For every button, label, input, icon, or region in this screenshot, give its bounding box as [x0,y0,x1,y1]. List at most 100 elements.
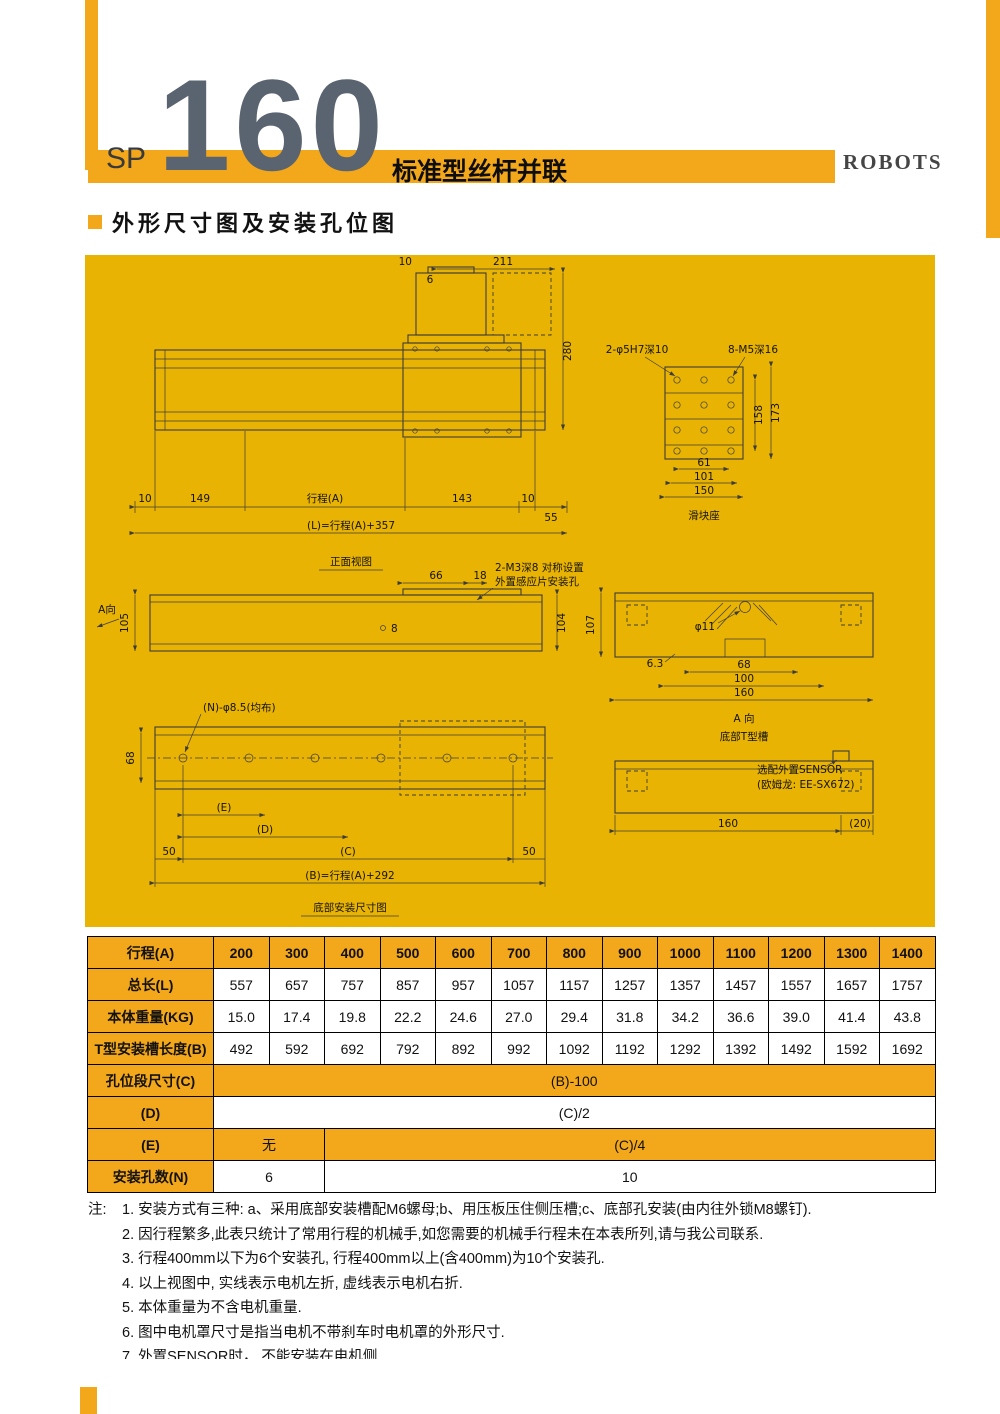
dim-label: 66 [429,570,443,582]
table-cell: (C)/4 [324,1128,936,1161]
table-cell: 992 [490,1032,547,1065]
table-cell: 17.4 [268,1000,325,1033]
table-cell: 1157 [546,968,603,1001]
table-row: (E) 无 (C)/4 [87,1128,936,1161]
table-cell: 1057 [490,968,547,1001]
dim-label: 104 [556,613,568,633]
table-cell: 36.6 [712,1000,769,1033]
note-item: 6. 图中电机罩尺寸是指当电机不带刹车时电机罩的外形尺寸. [122,1324,505,1341]
table-cell: 1757 [879,968,936,1001]
dimension-drawing-svg: 10 6 211 280 10 149 行程(A) 143 10 55 (L)=… [96,256,874,917]
dim-label: 160 [718,818,738,830]
table-cell: 1200 [768,936,825,969]
dim-label: 68 [737,659,750,671]
dim-label: (20) [849,818,871,830]
dim-label: 6 [427,274,434,286]
model-number: 160 [158,52,387,198]
view-caption: 底部安装尺寸图 [313,901,387,914]
callout-label: 选配外置SENSOR [757,763,842,776]
dim-label: 50 [162,846,175,858]
table-row: 孔位段尺寸(C) (B)-100 [87,1064,936,1097]
dim-label: 行程(A) [307,492,343,505]
table-cell: 39.0 [768,1000,825,1033]
dim-label: 50 [522,846,535,858]
notes-section: 注: 1. 安装方式有三种: a、采用底部安装槽配M6螺母;b、用压板压住侧压槽… [88,1200,953,1364]
table-cell: 1557 [768,968,825,1001]
table-row: 总长(L) 557 657 757 857 957 1057 1157 1257… [87,968,936,1001]
table-cell: 792 [379,1032,436,1065]
table-cell: 31.8 [601,1000,658,1033]
table-cell: 700 [490,936,547,969]
dim-label: 211 [493,256,513,268]
dimension-drawing: 10 6 211 280 10 149 行程(A) 143 10 55 (L)=… [85,255,935,927]
table-cell: 1592 [823,1032,880,1065]
dim-label: 61 [697,457,710,469]
dim-label: 160 [734,687,754,699]
table-cell: 757 [324,968,381,1001]
table-row: 行程(A) 200 300 400 500 600 700 800 900 10… [87,936,936,969]
table-cell: 892 [435,1032,492,1065]
note-item: 4. 以上视图中, 实线表示电机左折, 虚线表示电机右折. [122,1275,463,1292]
row-label: T型安装槽长度(B) [87,1032,214,1065]
decor-bar-top-right [986,0,1000,238]
dim-label: (E) [217,802,232,814]
side-view-drawing: A向 105 104 66 18 2-M3深8 对称设置 外置感应片安装孔 8 [96,561,584,652]
table-cell: 6 [213,1160,325,1193]
table-cell: 500 [379,936,436,969]
table-cell: 15.0 [213,1000,270,1033]
dim-label: (D) [257,824,273,836]
section-a-drawing: 107 φ11 6.3 68 100 160 A 向 底部T型槽 [585,587,874,743]
table-cell: 657 [268,968,325,1001]
table-cell: 1300 [823,936,880,969]
table-cell: 1357 [657,968,714,1001]
sensor-option-drawing: 选配外置SENSOR (欧姆龙: EE-SX672) 160 (20) [609,750,874,835]
table-cell: 492 [213,1032,270,1065]
bottom-view-drawing: (N)-φ8.5(均布) 68 (E) (D) 50 (C) 50 (B)=行程… [125,702,553,917]
view-arrow-label: A向 [98,603,116,616]
header-band [88,150,835,183]
series-prefix: SP [106,142,147,175]
dim-label: 18 [473,570,486,582]
dim-label: (C) [340,846,356,858]
table-cell: 34.2 [657,1000,714,1033]
dim-label: (B)=行程(A)+292 [305,869,394,882]
note-item: 5. 本体重量为不含电机重量. [122,1300,302,1316]
table-cell: 19.8 [324,1000,381,1033]
table-cell: 300 [268,936,325,969]
table-cell: 692 [324,1032,381,1065]
row-label: 本体重量(KG) [87,1000,214,1033]
table-cell: 无 [213,1128,325,1161]
row-label: (E) [87,1128,214,1161]
dim-label: φ11 [695,621,715,633]
decor-bar-top-left [85,0,98,170]
table-row: (D) (C)/2 [87,1096,936,1129]
table-cell: 1292 [657,1032,714,1065]
table-cell: 1192 [601,1032,658,1065]
table-cell: 592 [268,1032,325,1065]
table-cell: 900 [601,936,658,969]
front-view-drawing: 10 6 211 280 10 149 行程(A) 143 10 55 (L)=… [129,256,574,571]
table-cell: 41.4 [823,1000,880,1033]
table-cell: 1457 [712,968,769,1001]
table-cell: 24.6 [435,1000,492,1033]
table-cell: 557 [213,968,270,1001]
callout-label: 2-M3深8 对称设置 [495,561,584,574]
table-cell: 1492 [768,1032,825,1065]
table-cell: 400 [324,936,381,969]
dim-label: 10 [521,493,534,505]
note-item: 2. 因行程繁多,此表只统计了常用行程的机械手,如您需要的机械手行程未在本表所列… [122,1226,764,1243]
row-label: (D) [87,1096,214,1129]
dim-label: 143 [452,493,472,505]
dim-label: 149 [190,493,210,505]
table-cell: 1257 [601,968,658,1001]
table-row: 安装孔数(N) 6 10 [87,1160,936,1193]
callout-label: 8-M5深16 [728,344,778,356]
callout-label: (欧姆龙: EE-SX672) [757,778,855,791]
notes-prefix: 注: [88,1202,107,1218]
model-subtitle: 标准型丝杆并联 [392,158,568,186]
decor-bar-bottom-left [80,1387,97,1414]
callout-label: 2-φ5H7深10 [606,344,669,356]
view-caption: 滑块座 [688,509,720,522]
spec-table: 行程(A) 200 300 400 500 600 700 800 900 10… [87,936,936,1193]
dim-label: (L)=行程(A)+357 [307,519,395,532]
